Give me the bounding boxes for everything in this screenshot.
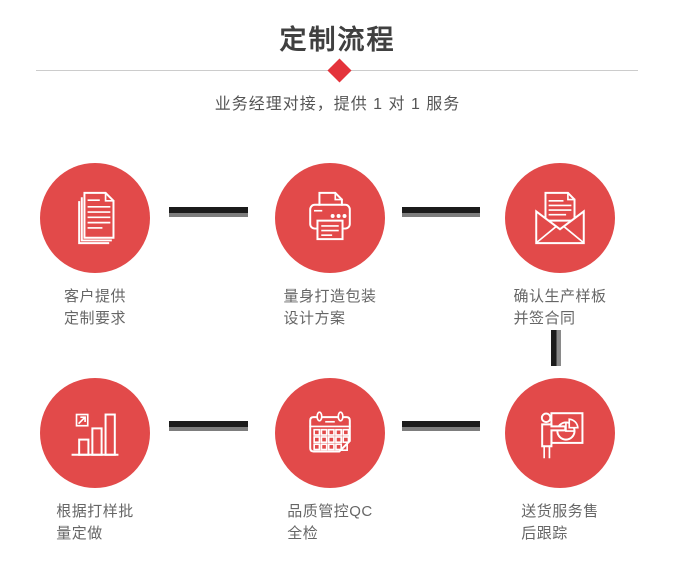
process-step-5: 品质管控QC 全检 — [275, 378, 385, 578]
step-circle — [40, 163, 150, 273]
step-label: 客户提供 定制要求 — [15, 286, 175, 330]
step-label: 确认生产样板 并签合同 — [480, 286, 640, 330]
connector-step2-step3 — [402, 207, 480, 217]
customization-process-section: 定制流程 业务经理对接，提供 1 对 1 服务 客户提供 — [36, 25, 638, 542]
step-label: 量身打造包装 设计方案 — [250, 286, 410, 330]
step-label: 送货服务售 后跟踪 — [480, 501, 640, 545]
envelope-icon — [535, 191, 585, 245]
step-label-line1: 确认生产样板 — [513, 288, 607, 305]
process-step-1: 客户提供 定制要求 — [40, 163, 150, 363]
diamond-marker — [327, 58, 352, 83]
connector-step1-step2 — [169, 207, 248, 217]
step-circle — [275, 378, 385, 488]
step-label-line2: 并签合同 — [513, 310, 576, 327]
step-label: 根据打样批 量定做 — [15, 501, 175, 545]
page-subtitle: 业务经理对接，提供 1 对 1 服务 — [214, 96, 461, 113]
process-step-2: 量身打造包装 设计方案 — [275, 163, 385, 363]
step-label-line1: 品质管控QC — [287, 503, 373, 520]
connector-step4-step5 — [169, 421, 248, 431]
process-step-6: 送货服务售 后跟踪 — [505, 378, 615, 578]
step-label-line2: 设计方案 — [283, 310, 346, 327]
connector-step3-step6 — [551, 330, 561, 366]
bar-chart-icon — [71, 413, 119, 456]
page-title: 定制流程 — [279, 25, 396, 55]
step-circle — [505, 163, 615, 273]
step-label-line1: 根据打样批 — [56, 503, 134, 520]
process-step-3: 确认生产样板 并签合同 — [505, 163, 615, 363]
connector-step5-step6 — [402, 421, 480, 431]
process-step-4: 根据打样批 量定做 — [40, 378, 150, 578]
documents-icon — [78, 191, 115, 245]
step-label-line1: 量身打造包装 — [283, 288, 377, 305]
presentation-icon — [540, 412, 584, 459]
step-label: 品质管控QC 全检 — [250, 501, 410, 545]
step-label-line2: 后跟踪 — [521, 525, 568, 542]
calendar-icon — [309, 411, 351, 453]
step-label-line1: 送货服务售 — [521, 503, 599, 520]
printer-icon — [309, 191, 351, 241]
step-label-line2: 定制要求 — [63, 310, 126, 327]
step-label-line2: 全检 — [287, 525, 319, 542]
step-label-line2: 量定做 — [56, 525, 103, 542]
step-circle — [505, 378, 615, 488]
step-label-line1: 客户提供 — [63, 288, 126, 305]
step-circle — [40, 378, 150, 488]
step-circle — [275, 163, 385, 273]
